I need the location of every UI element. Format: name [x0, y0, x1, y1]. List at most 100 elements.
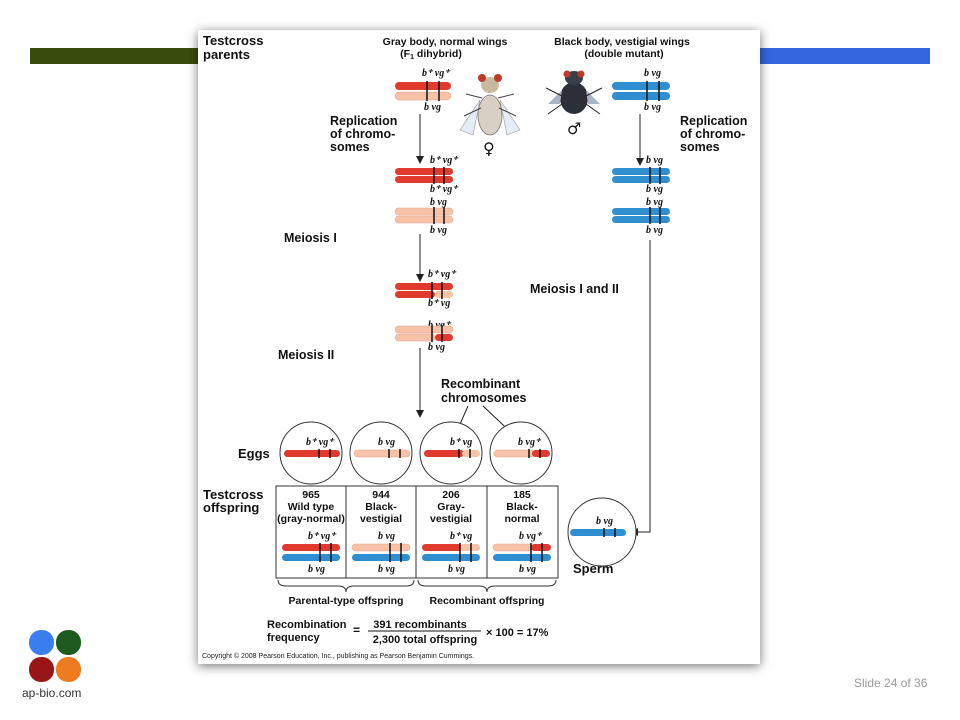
svg-text:(F1 dihybrid): (F1 dihybrid) — [400, 48, 462, 61]
pink-chromosome — [394, 91, 452, 101]
allele-label: b vg — [646, 155, 663, 166]
eggs-label: Eggs — [238, 446, 270, 461]
flow-arrow-to-sperm — [630, 240, 651, 536]
offspring-count: 965 — [302, 489, 320, 501]
offspring-count: 185 — [513, 489, 531, 501]
male-symbol: ♂ — [567, 119, 581, 138]
egg-2: b vg — [349, 421, 413, 485]
offspring-table — [275, 485, 559, 579]
sperm-label: Sperm — [573, 561, 613, 576]
f1-subscript: 1 — [410, 54, 414, 61]
allele-label: b⁺ vg⁺ — [428, 269, 457, 280]
allele-label: b vg — [428, 342, 445, 353]
recomb-frequency-label-2: frequency — [267, 632, 320, 644]
title-accent-bar-left — [30, 48, 202, 64]
replicated-female-chromosomes: b⁺ vg⁺ b⁺ vg⁺ b vg b vg — [394, 155, 459, 236]
blue-chromosome — [612, 82, 670, 90]
meiosis-2-label: Meiosis II — [278, 348, 334, 362]
allele-label: b vg — [646, 225, 663, 236]
allele-label: b⁺ vg — [450, 531, 472, 542]
allele-label: b⁺ vg⁺ — [422, 68, 451, 79]
replication-label-right-2: of chromo- — [680, 127, 745, 141]
offspring-column-1: 965 Wild type (gray-normal) b⁺ vg⁺ b vg — [277, 489, 345, 575]
offspring-phenotype: vestigial — [430, 513, 472, 525]
meiosis-1-chromosomes: b⁺ vg⁺ b⁺ vg b vg⁺ b vg — [394, 269, 457, 353]
replication-label-right-3: somes — [680, 140, 720, 154]
male-parent-chromosomes: b vg b vg — [612, 68, 670, 113]
testcross-offspring-label-2: offspring — [203, 500, 259, 515]
offspring-column-4: 185 Black- normal b vg⁺ b vg — [492, 489, 551, 575]
female-fly-icon — [459, 74, 521, 136]
ap-bio-logo-icon — [29, 630, 81, 682]
testcross-parents-label-2: parents — [203, 47, 250, 62]
allele-label: b⁺ vg⁺ — [306, 437, 335, 448]
offspring-phenotype: Gray- — [437, 501, 465, 513]
egg-4: b vg⁺ — [489, 421, 553, 485]
offspring-phenotype: normal — [504, 513, 539, 525]
allele-label: b vg — [424, 102, 441, 113]
egg-3: b⁺ vg — [419, 421, 483, 485]
male-phenotype-label: Black body, vestigial wings — [554, 36, 690, 48]
figure-svg: Testcross parents Gray body, normal wing… — [202, 33, 747, 660]
testcross-parents-label-1: Testcross — [203, 33, 263, 48]
allele-label: b vg — [378, 564, 395, 575]
logo-text: ap-bio.com — [22, 686, 82, 700]
offspring-phenotype: (gray-normal) — [277, 513, 345, 525]
allele-label: b⁺ vg⁺ — [430, 184, 459, 195]
allele-label: b⁺ vg⁺ — [308, 531, 337, 542]
offspring-phenotype: vestigial — [360, 513, 402, 525]
slide-number: Slide 24 of 36 — [854, 676, 928, 690]
linkage-testcross-figure: Testcross parents Gray body, normal wing… — [198, 30, 760, 664]
allele-label: b vg — [378, 437, 395, 448]
recombinant-label-2: chromosomes — [441, 391, 526, 405]
fraction-denominator: 2,300 total offspring — [373, 634, 478, 646]
recombinant-offspring-label: Recombinant offspring — [430, 595, 545, 607]
meiosis-1-and-2-label: Meiosis I and II — [530, 282, 619, 296]
male-phenotype-label-2: (double mutant) — [584, 48, 663, 60]
parental-type-label: Parental-type offspring — [289, 595, 404, 607]
allele-label: b vg — [430, 197, 447, 208]
red-chromosome — [395, 82, 451, 90]
offspring-phenotype: Wild type — [288, 501, 335, 513]
allele-label: b vg⁺ — [518, 437, 542, 448]
recomb-frequency-label-1: Recombination — [267, 619, 347, 631]
allele-label: b⁺ vg — [450, 437, 472, 448]
copyright-text: Copyright © 2008 Pearson Education, Inc.… — [202, 652, 474, 660]
allele-label: b vg — [519, 564, 536, 575]
result-multiplier: × 100 = 17% — [486, 627, 549, 639]
f1-suffix: dihybrid) — [414, 48, 462, 60]
replication-label-left-3: somes — [330, 140, 370, 154]
replication-label-right-1: Replication — [680, 114, 747, 128]
parental-brace — [277, 579, 415, 593]
replicated-male-chromosomes: b vg b vg b vg b vg — [612, 155, 670, 236]
allele-label: b vg⁺ — [428, 320, 452, 331]
allele-label: b vg — [646, 184, 663, 195]
blue-chromosome — [612, 92, 670, 100]
female-parent-chromosomes: b⁺ vg⁺ b vg — [394, 68, 452, 113]
allele-label: b vg — [308, 564, 325, 575]
allele-label: b vg — [646, 197, 663, 208]
allele-label: b⁺ vg — [428, 298, 450, 309]
allele-label: b vg⁺ — [519, 531, 543, 542]
title-accent-bar-right — [758, 48, 930, 64]
offspring-column-2: 944 Black- vestigial b vg b vg — [351, 489, 411, 575]
f1-prefix: (F — [400, 48, 410, 60]
allele-label: b⁺ vg⁺ — [430, 155, 459, 166]
fraction-numerator: 391 recombinants — [373, 619, 467, 631]
offspring-phenotype: Black- — [506, 501, 538, 513]
recombinant-label-1: Recombinant — [441, 377, 521, 391]
offspring-count: 206 — [442, 489, 460, 501]
offspring-column-3: 206 Gray- vestigial b⁺ vg b vg — [422, 489, 480, 575]
allele-label: b vg — [644, 102, 661, 113]
allele-label: b vg — [644, 68, 661, 79]
allele-label: b vg — [596, 516, 613, 527]
allele-label: b vg — [430, 225, 447, 236]
egg-1: b⁺ vg⁺ — [279, 421, 343, 485]
recombinant-brace — [417, 579, 557, 593]
female-phenotype-label: Gray body, normal wings — [383, 36, 508, 48]
replication-label-left-1: Replication — [330, 114, 397, 128]
testcross-offspring-label-1: Testcross — [203, 487, 263, 502]
equals-sign: = — [353, 623, 360, 637]
offspring-phenotype: Black- — [365, 501, 397, 513]
meiosis-1-label: Meiosis I — [284, 231, 337, 245]
